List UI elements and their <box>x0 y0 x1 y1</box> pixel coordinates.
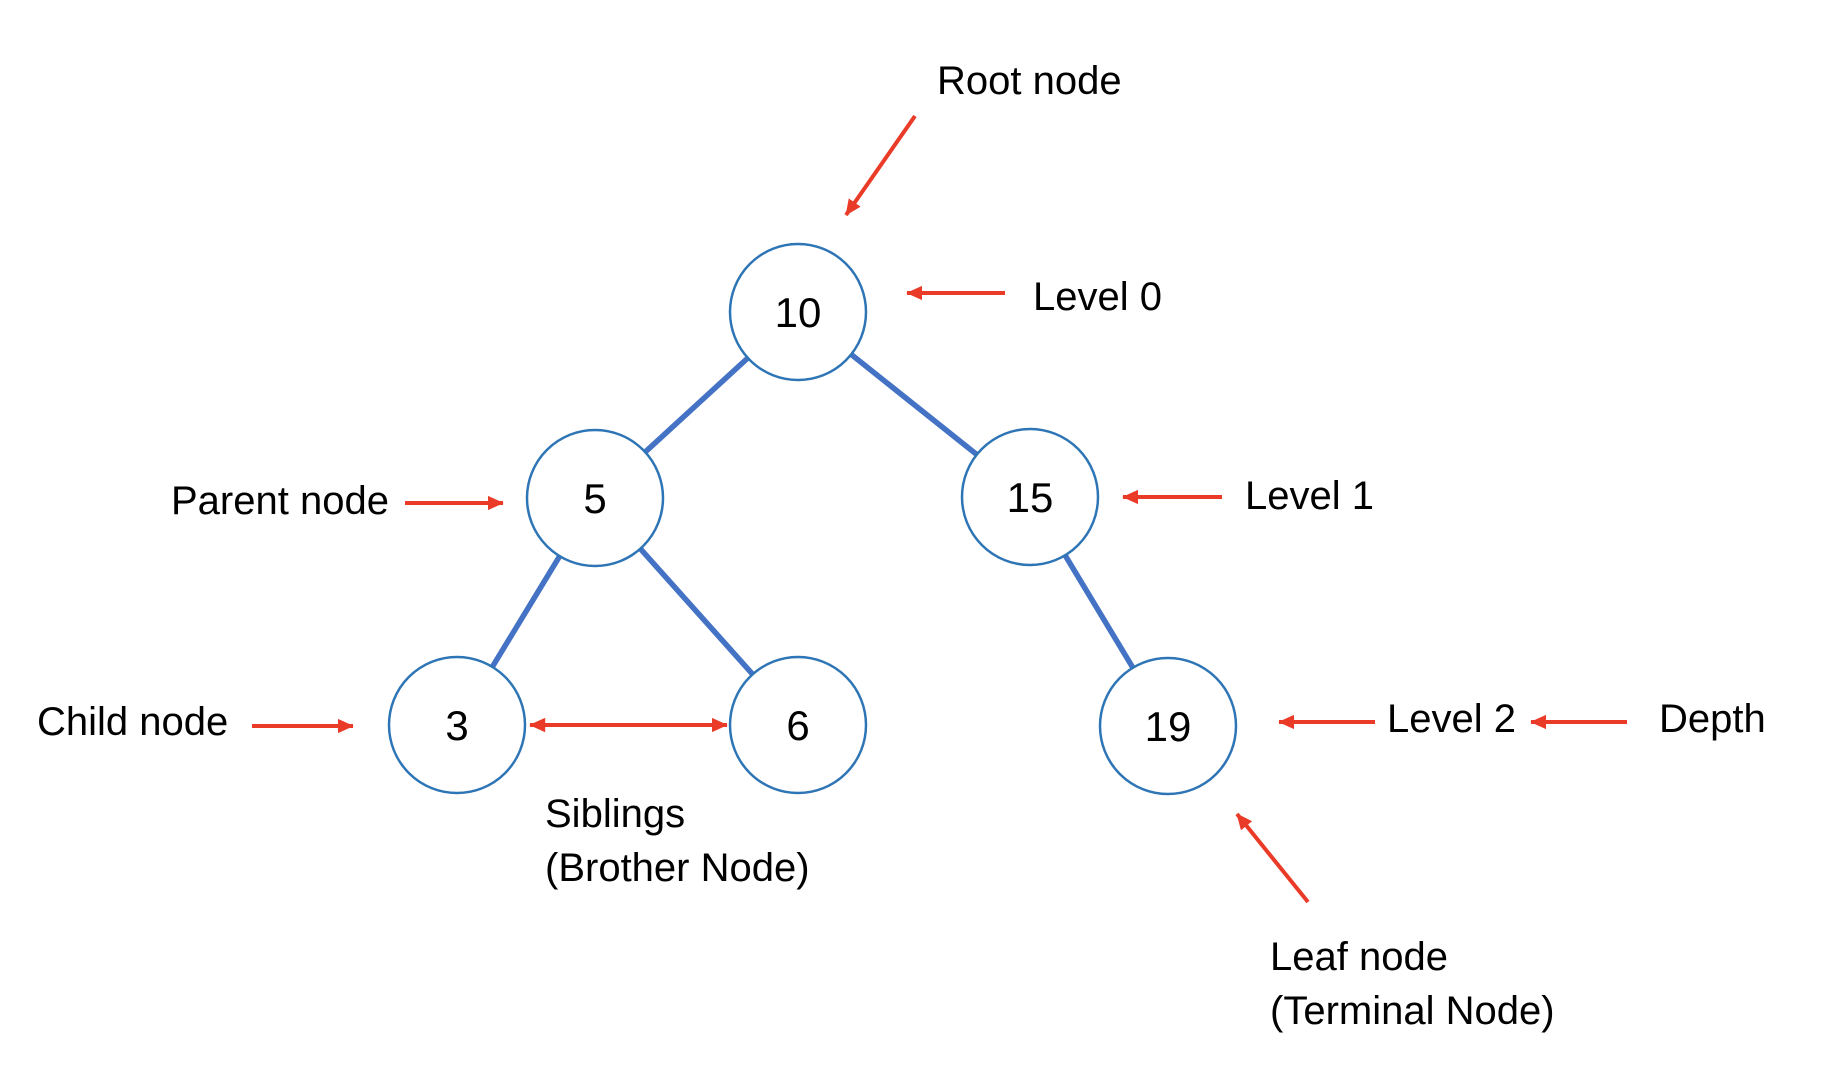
level-1-label: Level 1 <box>1245 474 1374 518</box>
annotation-arrows <box>252 114 1627 904</box>
leaf-node-label: Leaf node (Terminal Node) <box>1270 930 1555 1038</box>
node-circle-5 <box>525 428 665 568</box>
node-6: 6 <box>728 655 868 795</box>
root-node-arrow <box>844 114 917 217</box>
child-node-label: Child node <box>37 700 229 744</box>
node-value-5: 5 <box>583 475 606 522</box>
leaf-node-label-line2: (Terminal Node) <box>1270 989 1555 1033</box>
level-2-label: Level 2 <box>1387 697 1516 741</box>
leaf-node-arrow <box>1235 812 1310 904</box>
node-circle-15 <box>960 427 1100 567</box>
parent-node-label: Parent node <box>171 479 389 523</box>
node-circle-6 <box>728 655 868 795</box>
root-node-label: Root node <box>937 59 1122 103</box>
node-10: 10 <box>728 242 868 382</box>
node-value-19: 19 <box>1145 703 1192 750</box>
depth-label: Depth <box>1659 697 1766 741</box>
leaf-node-label-line1: Leaf node <box>1270 935 1448 979</box>
node-19: 19 <box>1098 656 1238 796</box>
node-15: 15 <box>960 427 1100 567</box>
node-circle-10 <box>728 242 868 382</box>
node-circle-19 <box>1098 656 1238 796</box>
node-3: 3 <box>387 655 527 795</box>
node-circle-3 <box>387 655 527 795</box>
node-value-3: 3 <box>445 702 468 749</box>
tree-nodes: 10 5 15 3 6 19 <box>387 242 1238 796</box>
node-value-15: 15 <box>1007 474 1054 521</box>
level-0-label: Level 0 <box>1033 275 1162 319</box>
siblings-label: Siblings (Brother Node) <box>545 787 810 895</box>
siblings-label-line2: (Brother Node) <box>545 846 810 890</box>
siblings-label-line1: Siblings <box>545 792 686 836</box>
node-5: 5 <box>525 428 665 568</box>
node-value-10: 10 <box>775 289 822 336</box>
node-value-6: 6 <box>786 702 809 749</box>
